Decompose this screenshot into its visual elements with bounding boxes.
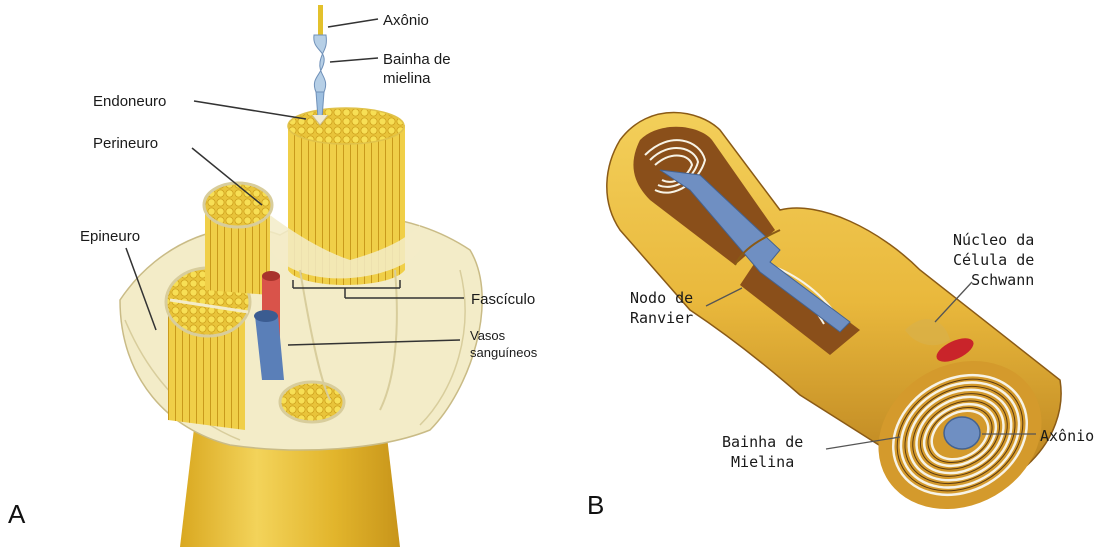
fascicle-cross-section-small: [280, 382, 344, 422]
label-a-bainha-de-mielina: Bainha de mielina: [383, 50, 451, 88]
axon-single: [318, 5, 323, 35]
label-a-vasos-sanguineos: Vasos sanguíneos: [470, 327, 537, 361]
axon-cross-section: [944, 417, 980, 449]
label-b-nodo-de-ranvier: Nodo de Ranvier: [630, 288, 693, 328]
label-a-axonio: Axônio: [383, 12, 429, 30]
label-a-fasciculo: Fascículo: [471, 291, 535, 309]
label-a-perineuro: Perineuro: [93, 135, 158, 153]
label-b-nucleo-celula-schwann: Núcleo da Célula de Schwann: [953, 230, 1034, 290]
label-b-axonio: Axônio: [1040, 426, 1094, 446]
myelin-sheath-single: [314, 35, 327, 92]
panel-letter-b: B: [587, 490, 604, 521]
panel-letter-a: A: [8, 499, 25, 530]
label-a-endoneuro: Endoneuro: [93, 93, 166, 111]
label-b-bainha-de-mielina: Bainha de Mielina: [722, 432, 803, 472]
label-a-epineuro: Epineuro: [80, 228, 140, 246]
